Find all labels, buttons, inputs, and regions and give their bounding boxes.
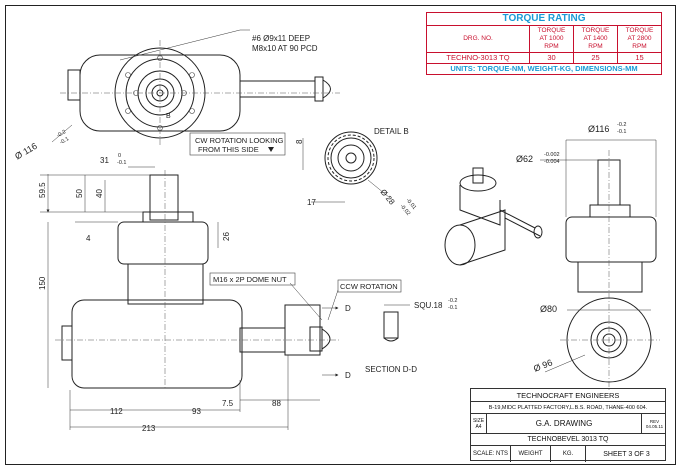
dim-112: 112 [110, 407, 123, 416]
side-view [540, 139, 660, 390]
drg-no-value: TECHNO-3013 TQ [426, 52, 530, 64]
company-address: B-19,MIDC PLATTED FACTORY,L.B.S. ROAD, T… [488, 404, 648, 411]
isometric-view [444, 167, 543, 266]
col3-line2: AT 2800 [627, 35, 652, 42]
cw-rotation-2: FROM THIS SIDE [198, 145, 259, 154]
dim-50: 50 [75, 189, 84, 198]
col2-line1: TORQUE [581, 27, 610, 34]
hole-note-2: M8x10 AT 90 PCD [252, 44, 318, 53]
dome-nut-note: M16 x 2P DOME NUT [213, 275, 287, 284]
rev-label: REV [649, 418, 660, 424]
dim-4: 4 [86, 234, 91, 243]
torque-col-2: TORQUE AT 1400 RPM [573, 25, 618, 53]
torque-rating-table: TORQUE RATING DRG. NO. TORQUE AT 1000 RP… [426, 12, 662, 75]
weight-label: WEIGHT [511, 446, 551, 462]
rev-cell: REV 04.05.11 [642, 414, 667, 433]
col2-line2: AT 1400 [583, 35, 608, 42]
torque-title: TORQUE RATING [426, 12, 662, 26]
units-note: UNITS: TORQUE-NM, WEIGHT-KG, DIMENSIONS-… [426, 63, 662, 75]
title-block: TECHNOCRAFT ENGINEERS B-19,MIDC PLATTED … [470, 388, 667, 462]
dim-150: 150 [38, 276, 47, 290]
dim-59-5: 59.5 [38, 182, 47, 198]
company-name: TECHNOCRAFT ENGINEERS [516, 390, 620, 400]
col3-line3: RPM [632, 43, 647, 50]
drg-no-header: DRG. NO. [426, 25, 530, 53]
dim-17: 17 [307, 198, 316, 207]
tol-31-lower: -0.1 [117, 160, 126, 166]
dim-26: 26 [222, 232, 231, 241]
dia-80: Ø80 [540, 304, 557, 314]
detail-b [302, 131, 391, 203]
dim-40: 40 [95, 189, 104, 198]
section-dd-label: SECTION D-D [365, 365, 417, 374]
tol-62-lower: -0.004 [544, 159, 560, 165]
dim-88: 88 [272, 399, 281, 408]
kg-label: KG. [551, 446, 586, 462]
dia-116-left: Ø 116 [13, 141, 39, 162]
rev-value: 04.05.11 [645, 423, 664, 429]
top-view [51, 29, 340, 145]
torque-2800: 15 [617, 52, 662, 64]
col1-line1: TORQUE [537, 27, 566, 34]
section-d-bottom: D [345, 371, 351, 380]
size-value: A4 [475, 423, 482, 430]
sheet-number: SHEET 3 OF 3 [603, 450, 650, 458]
drawing-border [5, 5, 676, 465]
dia-116-right: Ø116 [588, 124, 609, 134]
section-dd-view [383, 304, 410, 342]
tol-squ-lower: -0.1 [448, 305, 457, 311]
dia-28: Ø 28 [378, 188, 396, 207]
torque-1400: 25 [573, 52, 618, 64]
col2-line3: RPM [588, 43, 603, 50]
tol-116-upper: -0.2 [56, 129, 67, 139]
dim-31: 31 [100, 156, 109, 165]
tol-62-upper: -0.002 [544, 152, 560, 158]
part-name: TECHNOBEVEL 3013 TQ [527, 436, 609, 443]
drawing-title: G.A. DRAWING [487, 414, 642, 433]
ccw-rotation-note: CCW ROTATION [340, 282, 398, 291]
cw-rotation-1: CW ROTATION LOOKING [195, 136, 284, 145]
size-label: SIZE [472, 417, 485, 424]
tol-116r-lower: -0.1 [617, 129, 626, 135]
dim-8: 8 [295, 139, 304, 144]
tol-31-upper: 0 [118, 153, 121, 159]
col1-line2: AT 1000 [539, 35, 564, 42]
torque-col-1: TORQUE AT 1000 RPM [529, 25, 574, 53]
front-view [40, 166, 340, 430]
label-b: B [166, 113, 171, 120]
squ-18: SQU.18 [414, 301, 443, 310]
section-d-top: D [345, 304, 351, 313]
dim-93: 93 [192, 407, 201, 416]
tol-116r-upper: -0.2 [617, 122, 626, 128]
tol-squ-upper: -0.2 [448, 298, 457, 304]
col1-line3: RPM [544, 43, 559, 50]
dia-96: Ø 96 [532, 357, 554, 374]
torque-1000: 30 [529, 52, 574, 64]
hole-note-1: #6 Ø9x11 DEEP [252, 34, 310, 43]
dia-62: Ø62 [516, 154, 533, 164]
detail-b-label: DETAIL B [374, 127, 409, 136]
scale: SCALE: NTS [471, 446, 511, 462]
dim-7-5: 7.5 [222, 399, 234, 408]
col3-line1: TORQUE [625, 27, 654, 34]
torque-col-3: TORQUE AT 2800 RPM [617, 25, 662, 53]
dim-213: 213 [142, 424, 156, 433]
tol-116-lower: -0.1 [59, 136, 70, 146]
size-cell: SIZE A4 [471, 414, 487, 433]
